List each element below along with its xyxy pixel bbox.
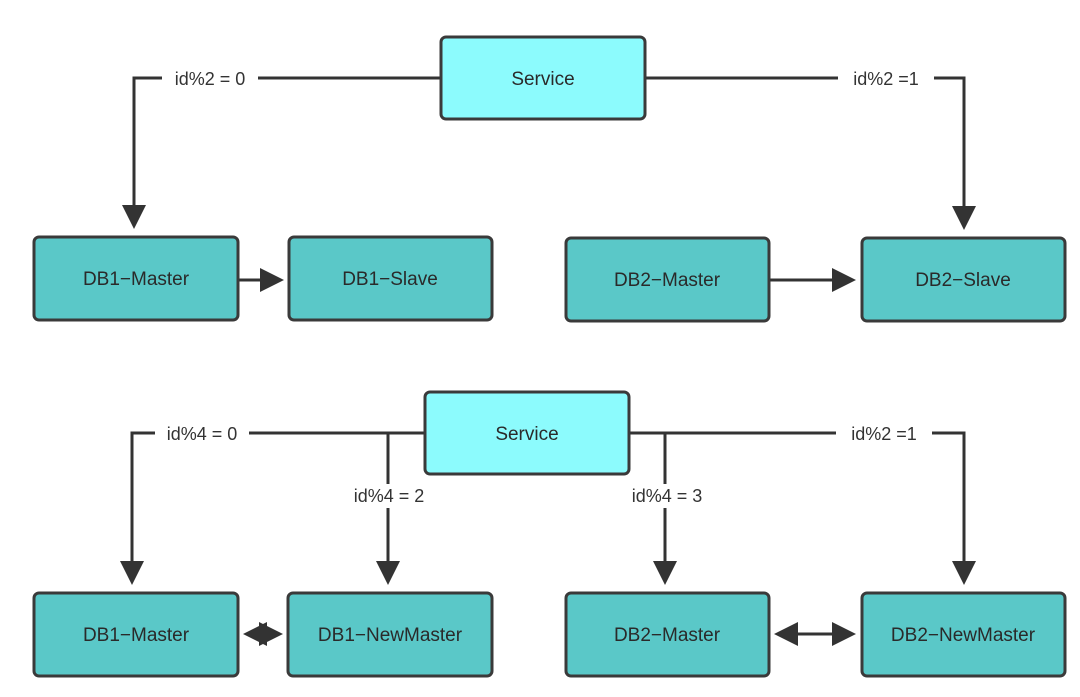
- service-node[interactable]: Service: [439, 35, 647, 121]
- edge-service-to-db2-slave: [645, 76, 976, 230]
- service-label: Service: [511, 69, 574, 90]
- route-label-mod4-2: id%4 = 2: [354, 486, 425, 506]
- db2-master-node[interactable]: DB2−Master: [564, 236, 771, 323]
- bottom-diagram: id%4 = 0 id%4 = 2 id%4 = 3 id%2 =1 Servi…: [32, 390, 1067, 678]
- edge-service-to-db1-master-bottom: [120, 431, 425, 585]
- db1-master-node[interactable]: DB1−Master: [32, 235, 240, 322]
- edge-service-to-db1-master: [122, 76, 441, 229]
- db1-slave-label: DB1−Slave: [342, 269, 438, 290]
- service-node-bottom[interactable]: Service: [423, 390, 631, 476]
- db2-slave-label: DB2−Slave: [915, 270, 1011, 291]
- route-label-right-bottom: id%2 =1: [851, 424, 917, 444]
- db1-newmaster-label: DB1−NewMaster: [318, 625, 463, 646]
- edge-service-to-db2-newmaster: [629, 431, 976, 585]
- db2-master-label: DB2−Master: [614, 270, 721, 291]
- route-label-mod4-3: id%4 = 3: [632, 486, 703, 506]
- route-label-left: id%2 = 0: [175, 69, 246, 89]
- db2-master-node-bottom[interactable]: DB2−Master: [564, 591, 771, 678]
- db2-newmaster-node[interactable]: DB2−NewMaster: [860, 591, 1067, 678]
- top-diagram: id%2 = 0 id%2 =1 Service DB1−Master DB1−…: [32, 35, 1067, 323]
- db1-master-node-bottom[interactable]: DB1−Master: [32, 591, 240, 678]
- db2-slave-node[interactable]: DB2−Slave: [860, 236, 1067, 323]
- db1-newmaster-node[interactable]: DB1−NewMaster: [286, 591, 494, 678]
- db1-master-label-bottom: DB1−Master: [83, 625, 190, 646]
- db2-newmaster-label: DB2−NewMaster: [891, 625, 1036, 646]
- db1-slave-node[interactable]: DB1−Slave: [287, 235, 494, 322]
- db2-master-label-bottom: DB2−Master: [614, 625, 721, 646]
- route-label-right: id%2 =1: [853, 69, 919, 89]
- db1-master-label: DB1−Master: [83, 269, 190, 290]
- route-label-mod4-0: id%4 = 0: [167, 424, 238, 444]
- edge-service-to-db1-newmaster: [376, 431, 425, 585]
- service-label-bottom: Service: [495, 424, 558, 445]
